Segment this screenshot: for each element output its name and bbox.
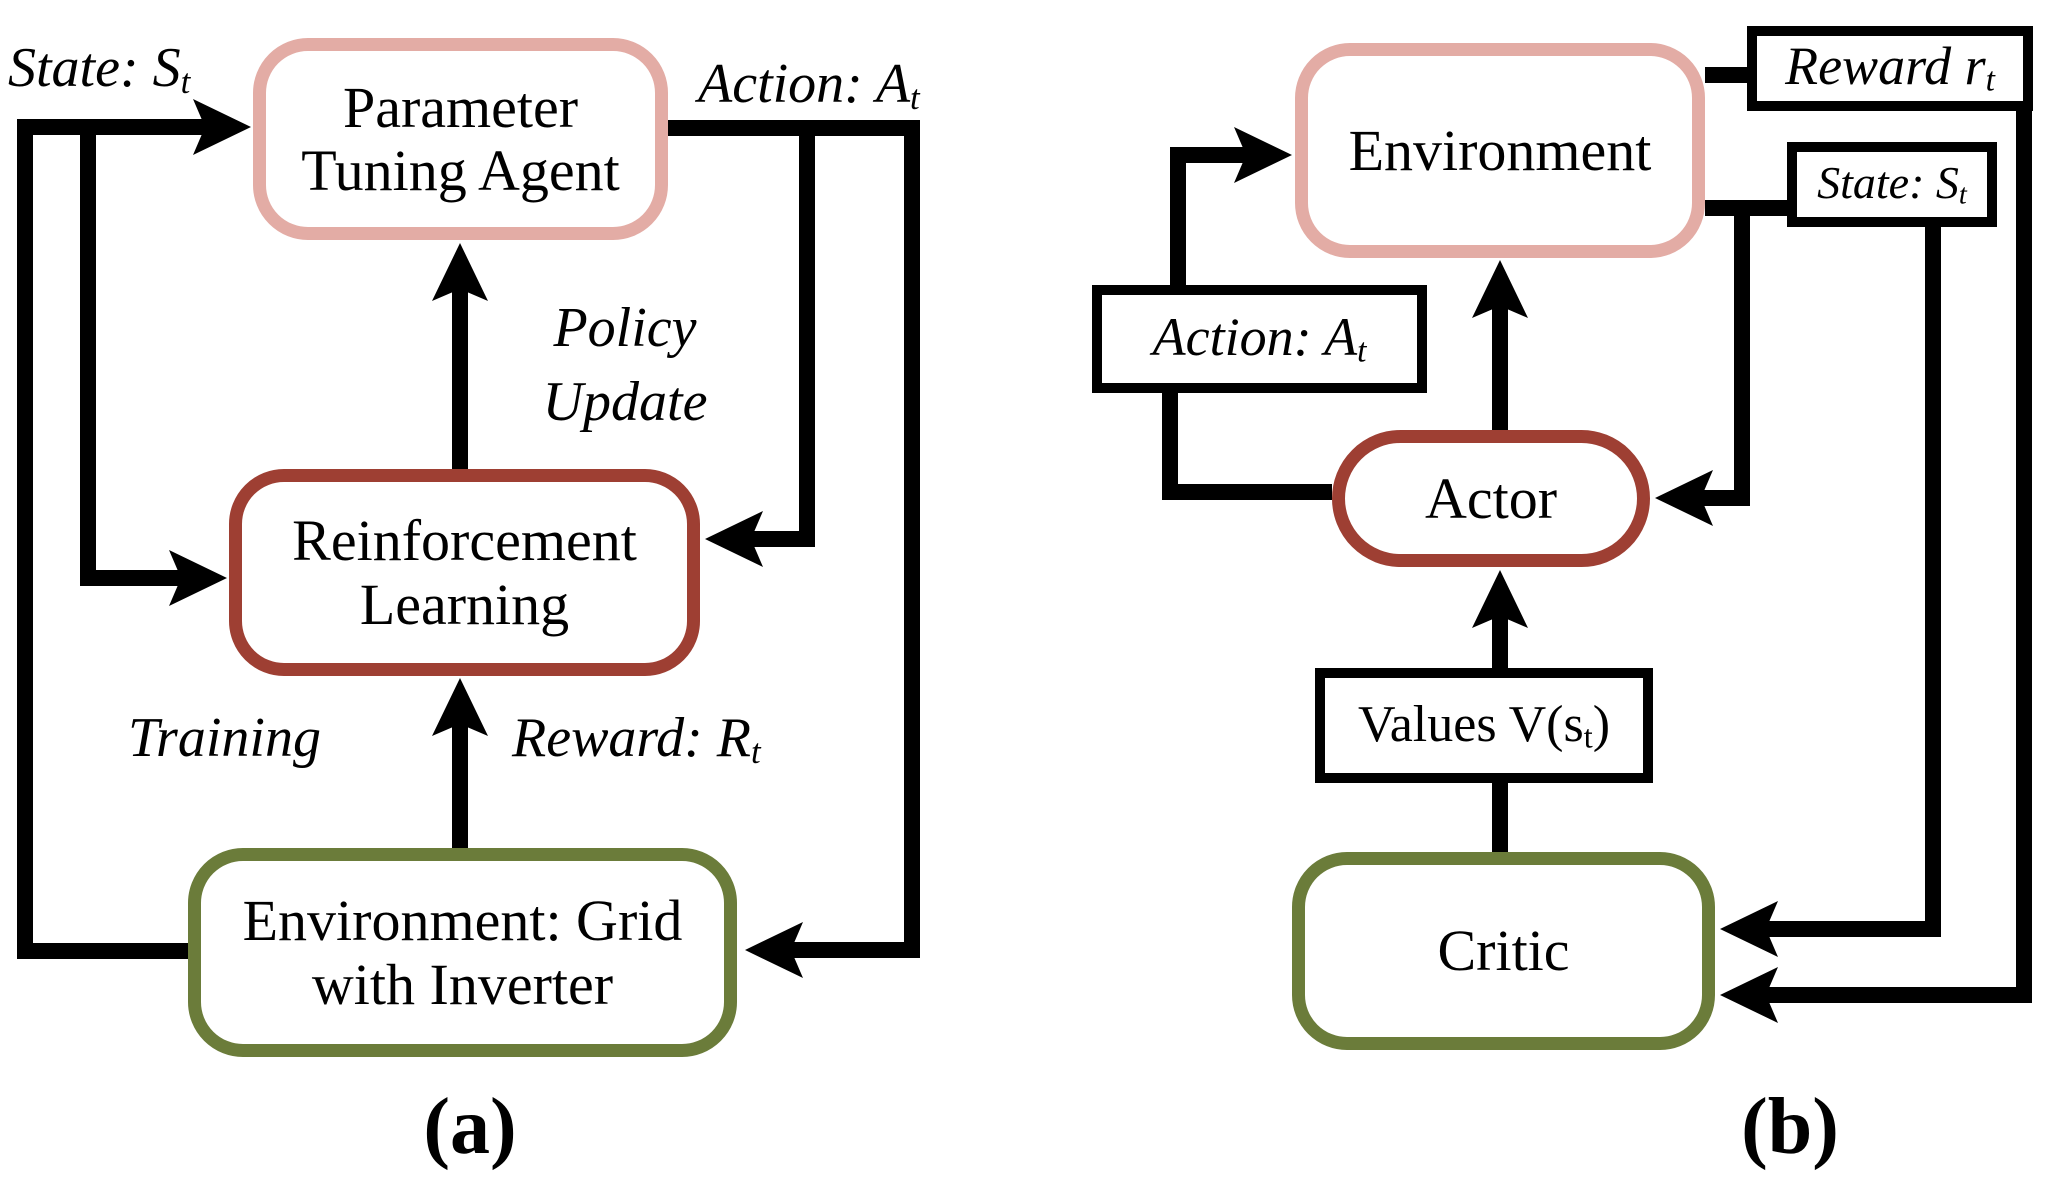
caption-b-close-paren: ) [1812, 1083, 1839, 1171]
action-label-a-subscript: t [910, 78, 920, 118]
state-into-rl-arrowhead-icon [169, 550, 227, 606]
state-label-a: State: St [8, 36, 190, 102]
values-label-text: Values V(s [1357, 695, 1584, 753]
state-box-b: State: St [1787, 142, 1997, 227]
caption-a-open-paren: ( [423, 1083, 450, 1171]
policy-update-label-line1: Policy [553, 297, 697, 359]
state-label-a-subscript: t [180, 62, 191, 102]
state-feedback-outer-line [17, 119, 207, 959]
critic-box: Critic [1292, 852, 1715, 1050]
caption-b-letter: b [1767, 1083, 1813, 1171]
parameter-tuning-agent-label-line2: Tuning Agent [301, 138, 620, 203]
action-to-environment-line-b [1170, 147, 1248, 285]
state-into-critic-arrowhead-b-icon [1720, 901, 1778, 957]
state-to-critic-line-b [1764, 227, 1941, 937]
values-label-subscript: t [1583, 718, 1593, 755]
environment-label-b: Environment [1348, 117, 1652, 183]
action-outer-line [668, 120, 920, 958]
environment-grid-box: Environment: Grid with Inverter [188, 848, 737, 1057]
reward-label-b: Reward rt [1785, 37, 1995, 99]
caption-b: (b) [1690, 1082, 1890, 1173]
caption-a: (a) [370, 1082, 570, 1173]
state-label-b-subscript: t [1958, 179, 1967, 211]
environment-box-b: Environment [1295, 43, 1705, 258]
action-label-b-subscript: t [1357, 332, 1367, 370]
reinforcement-learning-box: Reinforcement Learning [229, 469, 700, 676]
reward-into-critic-arrowhead-b-icon [1720, 967, 1778, 1023]
reward-arrowhead-icon [432, 678, 488, 736]
actor-box: Actor [1332, 430, 1650, 567]
action-label-a: Action: At [698, 52, 920, 118]
critic-label: Critic [1437, 918, 1570, 984]
environment-grid-label-line2: with Inverter [311, 951, 614, 1017]
actor-into-environment-arrowhead-b-icon [1472, 260, 1528, 318]
reward-to-critic-line-b [1764, 111, 2032, 1003]
reinforcement-learning-label-line2: Learning [359, 571, 570, 637]
action-label-b: Action: At [1153, 308, 1367, 370]
values-label: Values V(st) [1357, 695, 1611, 755]
actor-to-action-line-b [1162, 393, 1332, 500]
caption-b-open-paren: ( [1741, 1083, 1768, 1171]
policy-update-label: Policy Update [505, 292, 745, 440]
reward-label-a-text: Reward: R [512, 707, 751, 769]
action-label-b-text: Action: A [1152, 306, 1358, 367]
state-to-actor-line-b [1699, 208, 1750, 506]
action-label-a-text: Action: A [698, 53, 911, 115]
state-feedback-inner-line [80, 127, 185, 586]
training-label: Training [128, 707, 321, 769]
environment-grid-label-line1: Environment: Grid [242, 888, 683, 954]
state-label-b-text: State: S [1817, 157, 1959, 209]
action-into-rl-arrowhead-icon [705, 511, 763, 567]
parameter-tuning-agent-label-line1: Parameter [342, 74, 579, 140]
caption-a-close-paren: ) [490, 1083, 517, 1171]
policy-update-arrowhead-icon [432, 243, 488, 301]
state-into-actor-arrowhead-b-icon [1655, 470, 1713, 526]
state-label-a-text: State: S [8, 37, 181, 99]
values-box: Values V(st) [1315, 668, 1653, 783]
values-into-actor-arrowhead-b-icon [1472, 570, 1528, 628]
caption-a-letter: a [450, 1083, 490, 1171]
reward-label-b-text: Reward r [1785, 36, 1986, 97]
reward-label-b-subscript: t [1985, 62, 1995, 100]
actor-label: Actor [1424, 465, 1558, 531]
action-box-b: Action: At [1092, 285, 1427, 393]
action-into-environment-arrowhead-b-icon [1234, 127, 1292, 183]
state-label-b: State: St [1817, 158, 1967, 211]
state-into-agent-arrowhead-icon [193, 99, 251, 155]
reward-label-a-subscript: t [750, 732, 761, 772]
action-inner-line [749, 128, 815, 547]
reward-box-b: Reward rt [1747, 26, 2033, 111]
action-into-environment-arrowhead-icon [745, 922, 803, 978]
reinforcement-learning-label-line1: Reinforcement [292, 508, 637, 574]
policy-update-label-line2: Update [542, 370, 708, 433]
reward-label-a: Reward: Rt [512, 706, 761, 772]
parameter-tuning-agent-box: Parameter Tuning Agent [253, 38, 668, 240]
values-label-close-paren: ) [1592, 695, 1611, 753]
